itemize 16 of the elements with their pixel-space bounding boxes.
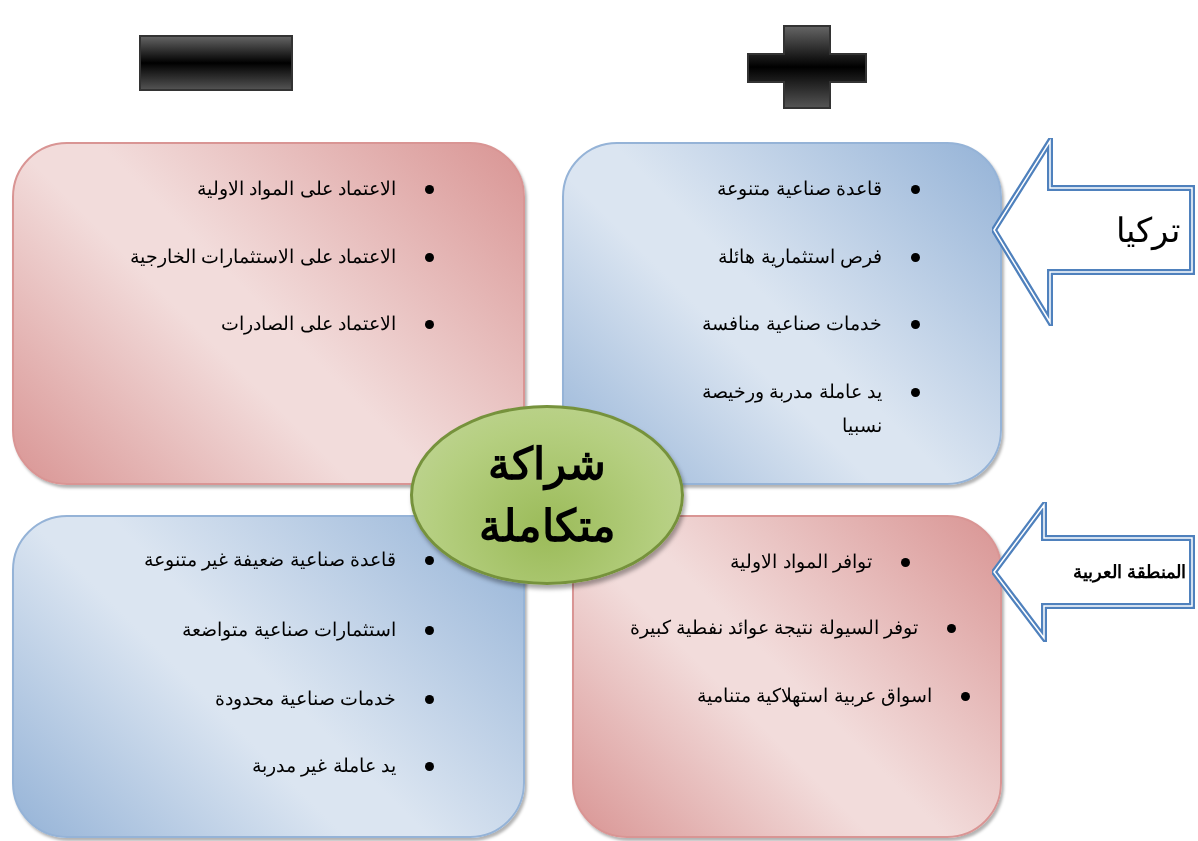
bullet-item: قاعدة صناعية متنوعة <box>717 172 920 206</box>
arrow-label: المنطقة العربية <box>1073 561 1186 585</box>
bullet-item: خدمات صناعية محدودة <box>215 682 434 716</box>
bullet-item: الاعتماد على الاستثمارات الخارجية <box>130 240 434 274</box>
bullet-item: فرص استثمارية هائلة <box>718 240 920 274</box>
arrow-label: تركيا <box>1116 210 1180 253</box>
bullet-item: اسواق عربية استهلاكية متنامية <box>697 679 970 713</box>
bullet-item: توافر المواد الاولية <box>730 545 910 579</box>
bullet-item: توفر السيولة نتيجة عوائد نفطية كبيرة <box>629 611 956 645</box>
bullet-item: يد عاملة مدربة ورخيصة نسبيا <box>682 375 920 443</box>
title-text: شراكة متكاملة <box>477 438 617 552</box>
bullet-item: استثمارات صناعية متواضعة <box>182 613 434 647</box>
bullet-item: يد عاملة غير مدربة <box>252 749 434 783</box>
bullet-item: خدمات صناعية منافسة <box>702 307 920 341</box>
bullet-item: الاعتماد على المواد الاولية <box>197 172 434 206</box>
bullet-item: الاعتماد على الصادرات <box>221 307 434 341</box>
